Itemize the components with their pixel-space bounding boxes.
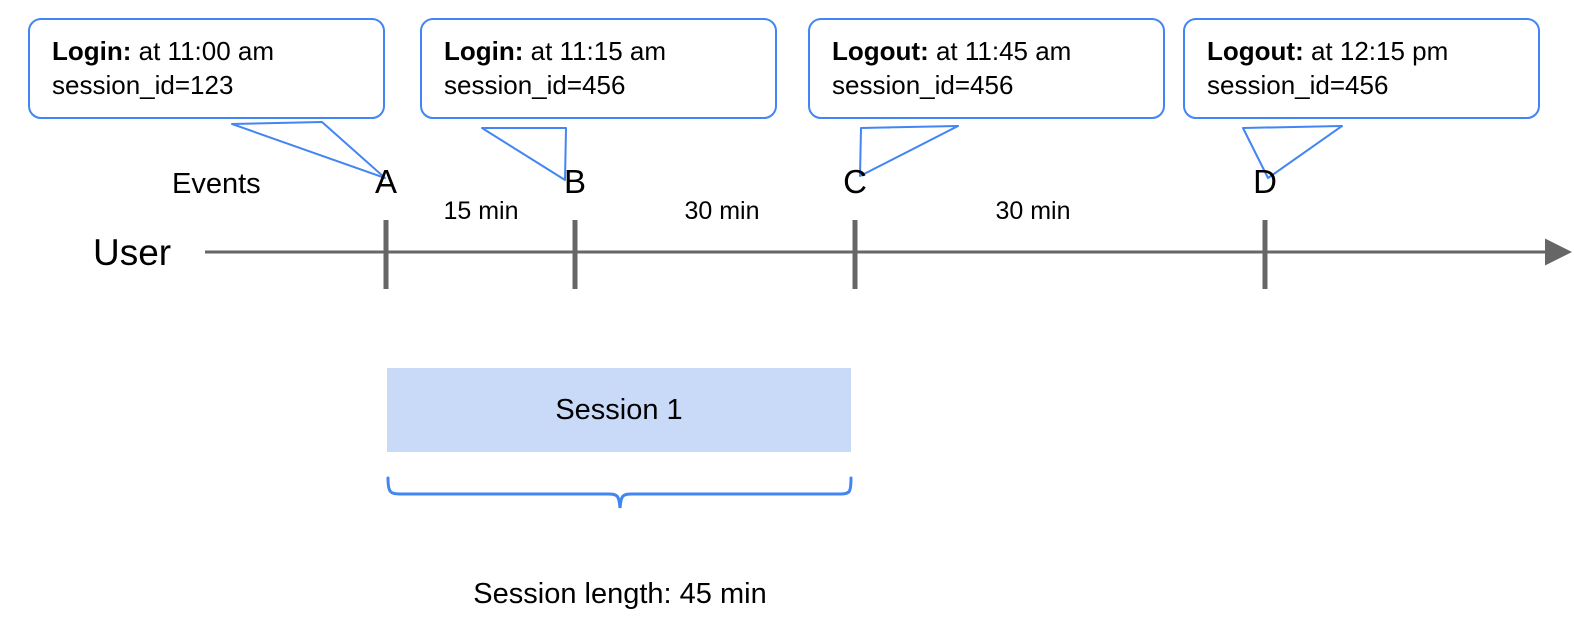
callout-b-session: session_id=456: [444, 70, 626, 101]
session-bar-label: Session 1: [555, 393, 683, 426]
event-label-b: B: [563, 163, 587, 200]
interval-label-ab: 15 min: [443, 197, 519, 225]
event-label-c: C: [843, 163, 867, 200]
callout-b-line1: Login: at 11:15 am: [444, 34, 755, 68]
callout-a-line1: Login: at 11:00 am: [52, 34, 363, 68]
callout-c-event: Logout:: [832, 36, 929, 66]
callout-d-session: session_id=456: [1207, 70, 1389, 101]
callout-a-time: at 11:00 am: [131, 36, 275, 66]
callout-c-line1: Logout: at 11:45 am: [832, 34, 1143, 68]
callout-tail-b: [481, 127, 567, 181]
event-label-a: A: [374, 163, 398, 200]
interval-label-bc: 30 min: [684, 197, 760, 225]
callout-b-time: at 11:15 am: [523, 36, 667, 66]
session-bar: Session 1: [387, 368, 851, 452]
callout-c-session: session_id=456: [832, 70, 1014, 101]
event-label-d: D: [1253, 163, 1277, 200]
callout-a-session: session_id=123: [52, 70, 234, 101]
callout-c-time: at 11:45 am: [928, 36, 1072, 66]
callout-d-time: at 12:15 pm: [1303, 36, 1449, 66]
callout-d-event: Logout:: [1207, 36, 1304, 66]
session-length-brace: [386, 476, 853, 509]
callout-tail-c: [859, 125, 959, 177]
callout-a-event: Login:: [52, 36, 132, 66]
callout-event-d: Logout: at 12:15 pm session_id=456: [1183, 18, 1540, 119]
events-row-label: Events: [172, 168, 261, 200]
interval-label-cd: 30 min: [995, 197, 1071, 225]
callout-event-a: Login: at 11:00 am session_id=123: [28, 18, 385, 119]
session-length-caption: Session length: 45 min: [473, 578, 767, 610]
user-row-label: User: [93, 232, 172, 273]
callout-d-line1: Logout: at 12:15 pm: [1207, 34, 1518, 68]
callout-b-event: Login:: [444, 36, 524, 66]
callout-event-b: Login: at 11:15 am session_id=456: [420, 18, 777, 119]
callout-event-c: Logout: at 11:45 am session_id=456: [808, 18, 1165, 119]
